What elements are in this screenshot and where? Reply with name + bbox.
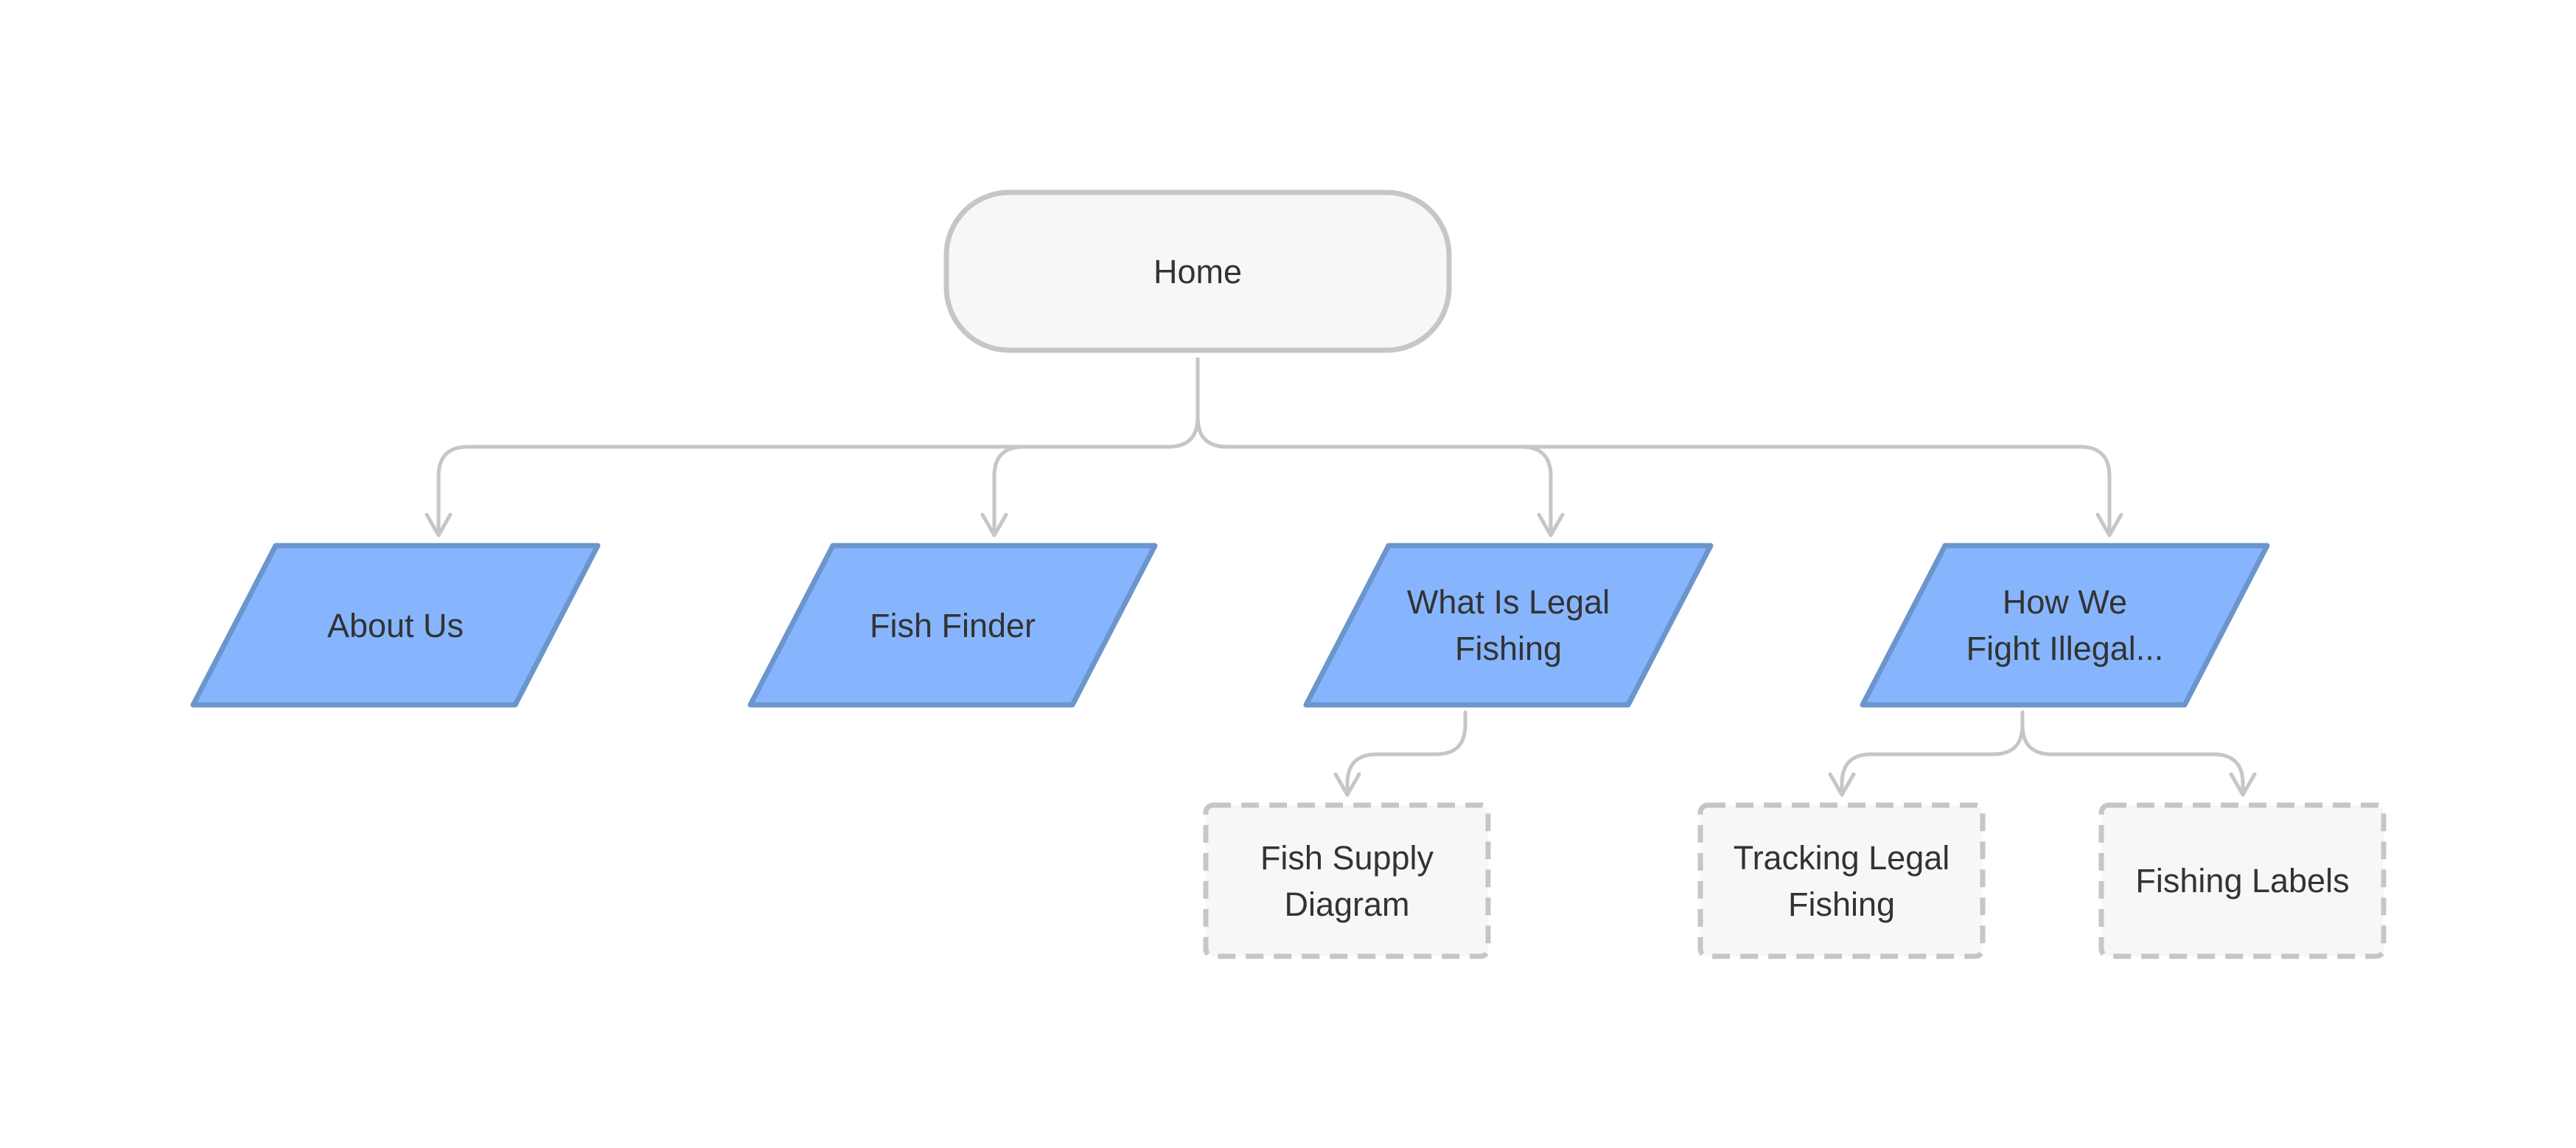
node-fish-supply-diagram-label: Fish Supply Diagram xyxy=(1260,838,1434,923)
arrowhead-icon xyxy=(2095,512,2123,538)
arrowhead-icon xyxy=(2229,772,2257,797)
node-fishing-labels[interactable] xyxy=(2098,802,2387,959)
node-how-we-fight-illegal[interactable] xyxy=(1860,543,2270,708)
node-what-is-legal-fishing-label: What Is Legal Fishing xyxy=(1406,583,1610,667)
node-home[interactable] xyxy=(943,189,1452,353)
arrowhead-icon xyxy=(1828,772,1856,797)
connector-home-fish-finder xyxy=(992,357,1200,538)
arrowhead-icon xyxy=(1333,772,1361,797)
node-fishing-labels-label: Fishing Labels xyxy=(2135,862,2350,900)
arrowhead-icon xyxy=(1537,512,1565,538)
node-about-us-label: About Us xyxy=(327,606,464,644)
node-about-us[interactable] xyxy=(190,543,601,708)
connector-home-how-we-fight-illegal xyxy=(1195,357,2112,538)
node-what-is-legal-fishing[interactable] xyxy=(1303,543,1714,708)
node-how-we-fight-illegal-label: How We Fight Illegal... xyxy=(1966,583,2164,667)
node-fish-finder[interactable] xyxy=(747,543,1158,708)
connector-fishing-labels xyxy=(2020,710,2245,797)
connector-tracking-legal-fishing xyxy=(1840,710,2025,797)
node-tracking-legal-fishing-label: Tracking Legal Fishing xyxy=(1733,838,1950,923)
arrowhead-icon xyxy=(425,512,453,538)
node-fish-finder-label: Fish Finder xyxy=(869,606,1036,644)
node-fish-supply-diagram[interactable] xyxy=(1203,802,1491,959)
node-tracking-legal-fishing[interactable] xyxy=(1697,802,1986,959)
arrowhead-icon xyxy=(980,512,1008,538)
node-home-label: Home xyxy=(1153,252,1243,291)
connectors xyxy=(425,357,2257,797)
nodes xyxy=(190,189,2387,959)
connector-fish-supply-diagram xyxy=(1345,710,1467,797)
